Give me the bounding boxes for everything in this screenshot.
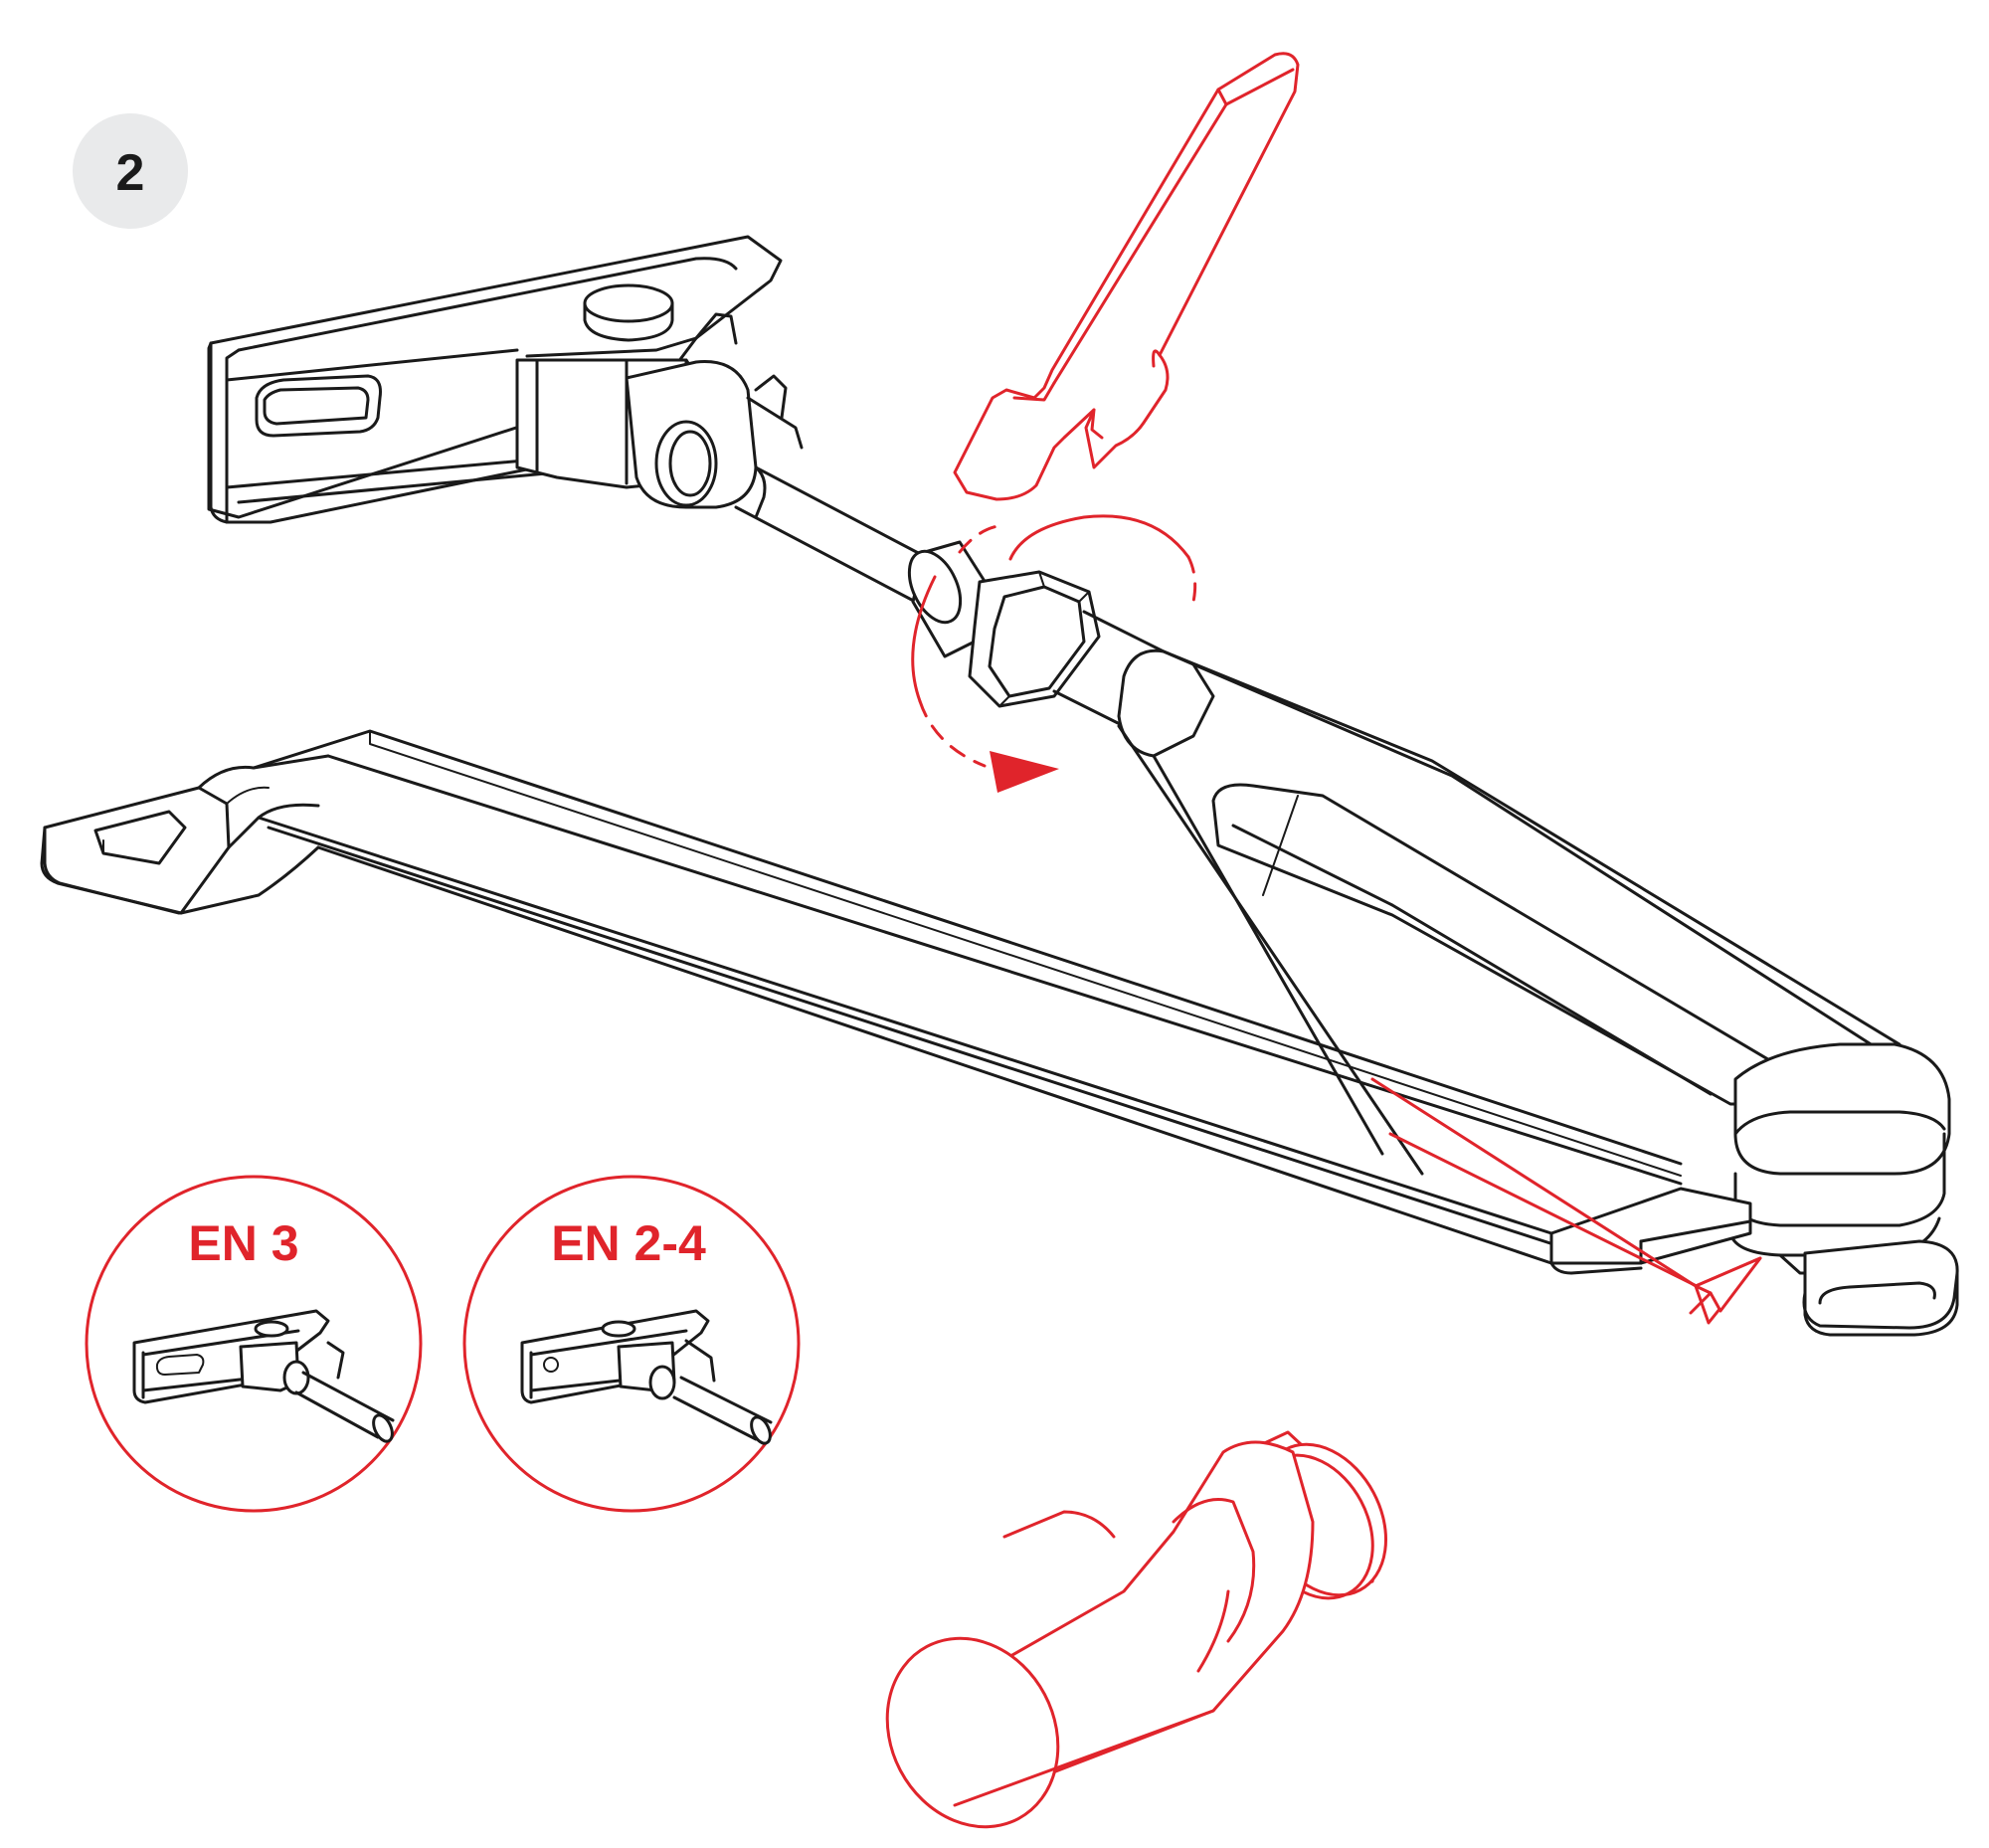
variant-label-en3: EN 3 bbox=[188, 1215, 298, 1271]
en3-bracket-thumbnail bbox=[132, 1309, 395, 1443]
adjustable-arm bbox=[734, 465, 1959, 1337]
variant-label-en2-4: EN 2-4 bbox=[551, 1215, 706, 1271]
flat-link-arm bbox=[40, 729, 1683, 1265]
rotate-arrow-icon bbox=[911, 514, 1197, 793]
screwdriver-icon bbox=[885, 1077, 1762, 1829]
variant-circle-en3: EN 3 bbox=[85, 1175, 423, 1513]
wrench-icon bbox=[953, 52, 1300, 501]
arm-shoe-bracket bbox=[207, 235, 804, 524]
step-number: 2 bbox=[116, 144, 145, 202]
en2-4-bracket-thumbnail bbox=[520, 1309, 773, 1445]
step-badge: 2 bbox=[73, 113, 188, 229]
variant-circle-en2-4: EN 2-4 bbox=[462, 1175, 801, 1513]
